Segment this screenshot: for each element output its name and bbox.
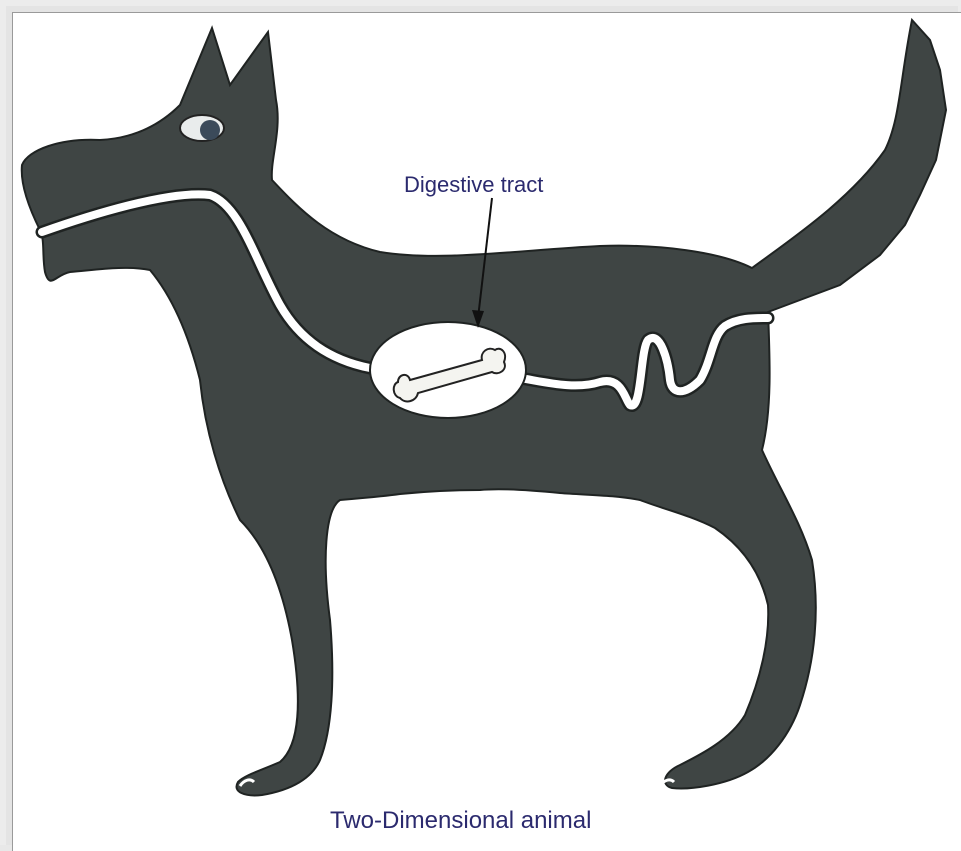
figure-caption: Two-Dimensional animal [330,807,591,835]
digestive-tract-label: Digestive tract [404,172,543,198]
eye-pupil [200,120,220,140]
